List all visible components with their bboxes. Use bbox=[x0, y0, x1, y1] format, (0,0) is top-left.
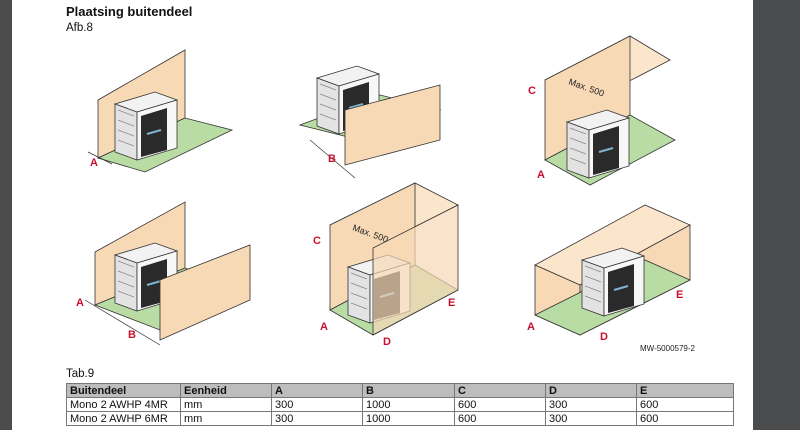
table-cell: mm bbox=[180, 411, 272, 426]
document-page: Plaatsing buitendeel Afb.8 A bbox=[12, 0, 753, 430]
column-header: A bbox=[271, 383, 363, 398]
table-cell: 300 bbox=[271, 411, 363, 426]
table-cell: Mono 2 AWHP 6MR bbox=[66, 411, 181, 426]
table-cell: 300 bbox=[545, 411, 637, 426]
dimension-label-a: A bbox=[527, 321, 535, 333]
dimension-label-c: C bbox=[528, 85, 536, 97]
dimension-label-d: D bbox=[600, 331, 608, 343]
column-header: D bbox=[545, 383, 637, 398]
column-header: C bbox=[454, 383, 546, 398]
dimension-label-a: A bbox=[320, 321, 328, 333]
dimension-label-a: A bbox=[76, 297, 84, 309]
column-header: B bbox=[362, 383, 455, 398]
dimension-label-e: E bbox=[448, 297, 455, 309]
table-cell: 300 bbox=[545, 397, 637, 412]
column-header: E bbox=[636, 383, 734, 398]
figure-panel-3: Max. 500 C A bbox=[528, 35, 676, 186]
table-cell: 600 bbox=[454, 397, 546, 412]
dimension-label-a: A bbox=[537, 169, 545, 181]
dimension-label-c: C bbox=[313, 235, 321, 247]
table-header-row: Buitendeel Eenheid A B C D E bbox=[66, 383, 734, 398]
table-cell: 600 bbox=[636, 397, 734, 412]
figure-reference: MW-5000579-2 bbox=[640, 344, 695, 353]
table-cell: 1000 bbox=[362, 397, 455, 412]
table-cell: 600 bbox=[636, 411, 734, 426]
table-cell: 600 bbox=[454, 411, 546, 426]
figure-panel-4: A B bbox=[76, 201, 252, 346]
table-cell: 300 bbox=[271, 397, 363, 412]
clearance-table: Buitendeel Eenheid A B C D E Mono 2 AWHP… bbox=[66, 383, 734, 426]
figure-caption: Afb.8 bbox=[66, 22, 93, 34]
column-header: Eenheid bbox=[180, 383, 272, 398]
table-row: Mono 2 AWHP 4MR mm 300 1000 600 300 600 bbox=[66, 397, 734, 412]
figure-panel-6: A D E bbox=[527, 204, 691, 343]
table-cell: Mono 2 AWHP 4MR bbox=[66, 397, 181, 412]
table-cell: 1000 bbox=[362, 411, 455, 426]
table-cell: mm bbox=[180, 397, 272, 412]
dimension-label-e: E bbox=[676, 289, 683, 301]
column-header: Buitendeel bbox=[66, 383, 181, 398]
dimension-label-a: A bbox=[90, 157, 98, 169]
table-caption: Tab.9 bbox=[66, 368, 95, 380]
placement-figure: A B Max. 500 C A A B bbox=[76, 35, 691, 348]
dimension-label-b: B bbox=[128, 329, 136, 341]
table-row: Mono 2 AWHP 6MR mm 300 1000 600 300 600 bbox=[66, 411, 734, 426]
section-title: Plaatsing buitendeel bbox=[66, 4, 193, 19]
dimension-label-d: D bbox=[383, 336, 391, 348]
figure-panel-5: Max. 500 C A D E bbox=[313, 182, 459, 348]
figure-panel-1: A bbox=[87, 49, 234, 173]
figure-panel-2: B bbox=[298, 65, 442, 179]
dimension-label-b: B bbox=[328, 153, 336, 165]
